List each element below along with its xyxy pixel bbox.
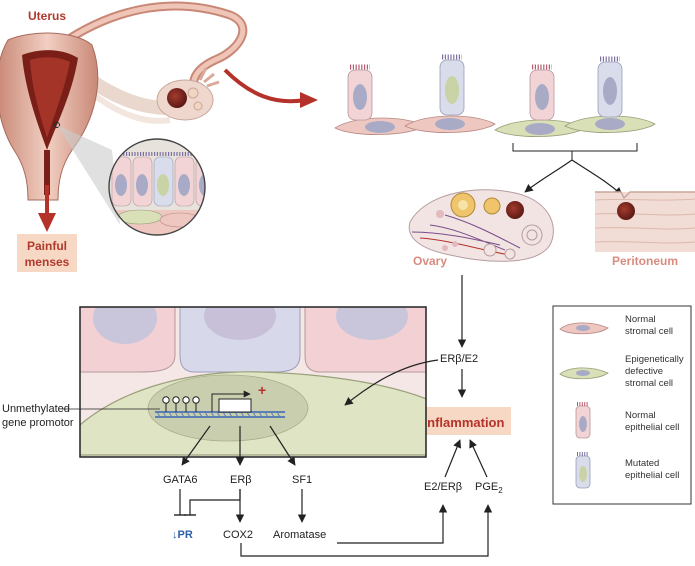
arrow-cox2-to-pge2 [240,504,493,557]
svg-text:Painful: Painful [27,239,67,253]
legend-item-1-line1: Normal [625,314,656,325]
unmethylated-label-1: Unmethylated [2,403,70,415]
inhibit-erb-pr [189,489,241,515]
pge2-label: PGE2 [475,481,503,495]
erb-label: ERβ [230,474,252,486]
svg-text:Inflammation: Inflammation [424,415,505,430]
zoomed-stromal-cell-panel [79,306,427,458]
unmethylated-label-2: gene promotor [2,417,74,429]
legend-item-4-line1: Mutated [625,458,659,469]
painful-menses-box: Painful menses [17,234,77,272]
arrow-to-gata6 [181,425,211,466]
legend-item-1-line2: stromal cell [625,326,673,337]
legend-item-4-line2: epithelial cell [625,470,679,481]
ovary-label: Ovary [413,254,447,268]
sf1-label: SF1 [292,474,312,486]
legend-item-2-line2: defective [625,366,663,377]
uterus-illustration [0,1,318,232]
gata6-label: GATA6 [163,474,197,486]
ovary-illustration [408,189,554,262]
inflammation-box: Inflammation [417,407,511,435]
right-arrow-icon [300,92,318,108]
arrow-to-ovary [524,159,573,193]
gene-promoter: + [155,382,285,418]
aromatase-label: Aromatase [273,529,326,541]
legend-item-2-line1: Epigenetically [625,354,684,365]
arrow-e2-erb-to-inflammation [444,439,462,478]
arrow-to-peritoneum [571,159,623,196]
arrow-aromatase-to-e2-erb [337,504,448,544]
peritoneum-label: Peritoneum [612,254,678,268]
down-arrow-icon [38,213,56,232]
svg-text:menses: menses [25,255,70,269]
legend-item-3-line2: epithelial cell [625,422,679,433]
legend-item-2-line3: stromal cell [625,378,673,389]
pr-label: ↓PR [172,529,193,541]
uterus-label: Uterus [28,9,66,23]
e2-erb-label: E2/ERβ [424,481,462,493]
arrow-pge2-to-inflammation [469,439,488,478]
erb-e2-label: ERβ/E2 [440,353,478,365]
arrow-to-sf1 [269,425,296,466]
plus-sign: + [258,382,266,398]
arrow-erb-e2-to-cell [344,359,439,406]
cox2-label: COX2 [223,529,253,541]
endometrium-zoom-circle [108,138,206,236]
top-cells-group [334,54,656,160]
legend-item-3-line1: Normal [625,410,656,421]
legend: Normal stromal cell Epigenetically defec… [552,305,692,505]
peritoneum-illustration [594,191,695,252]
